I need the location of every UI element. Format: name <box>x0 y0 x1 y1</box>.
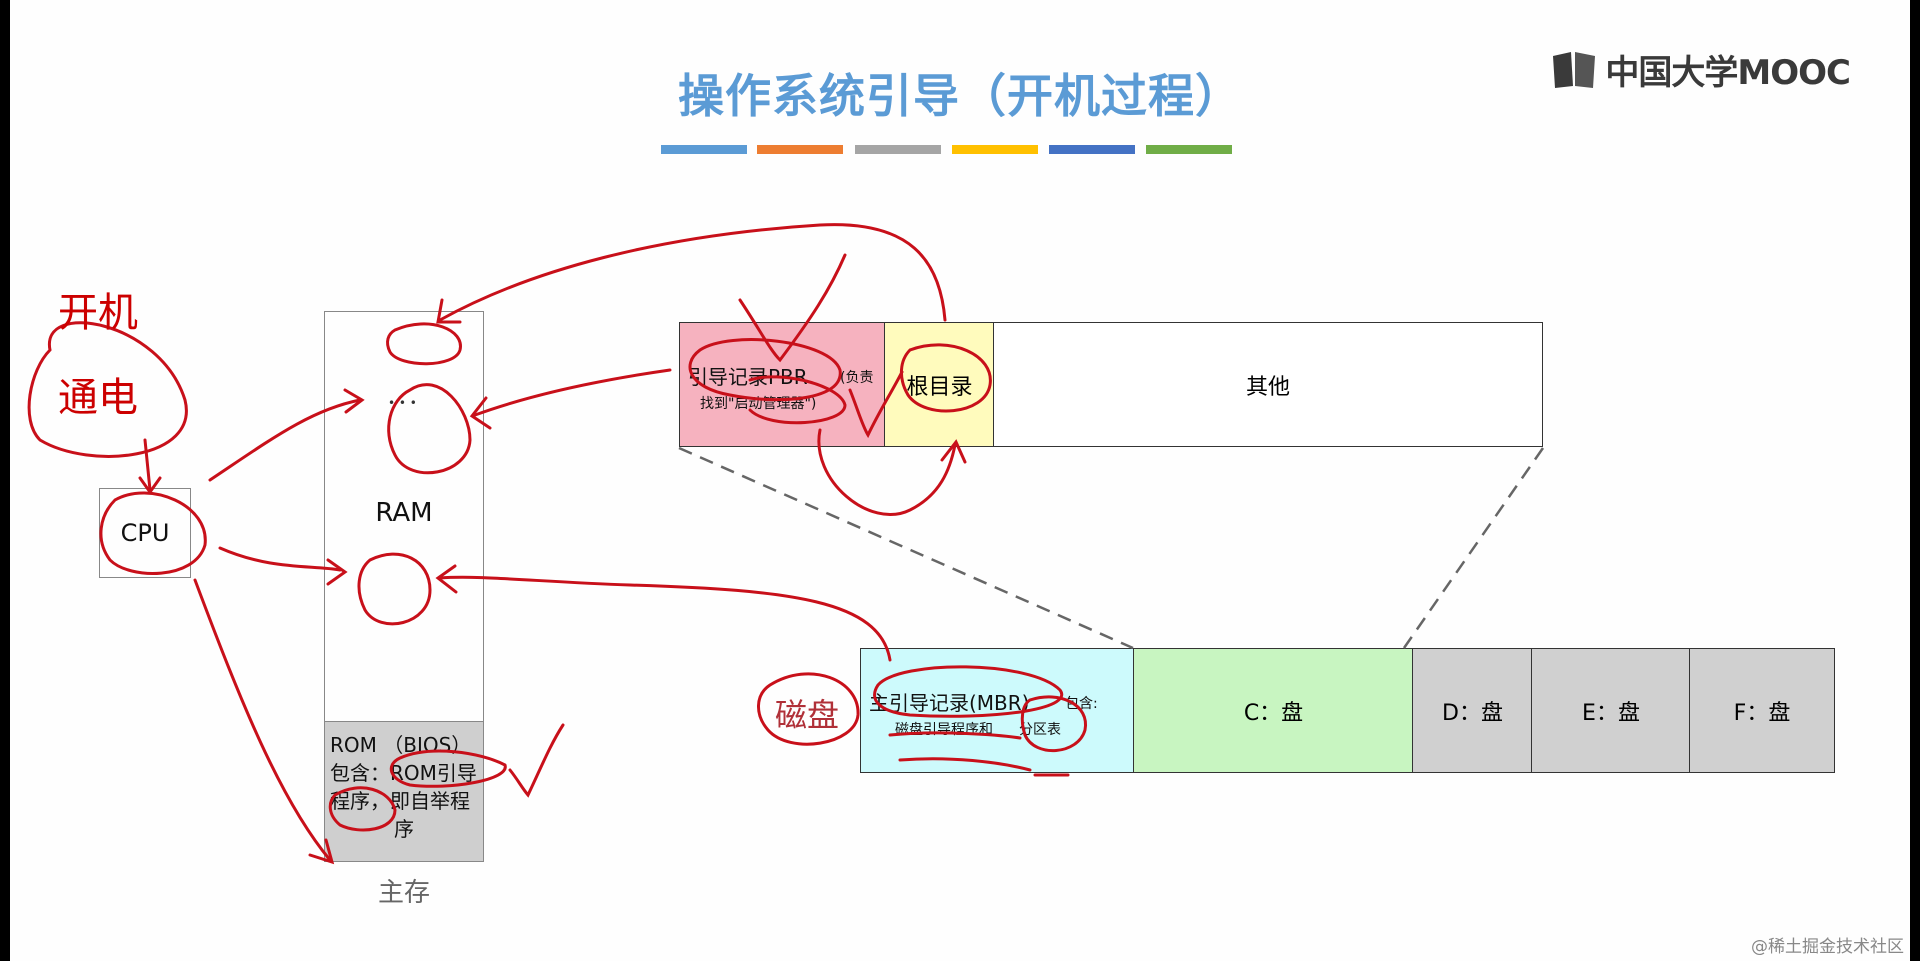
handwritten-power-supply: 通电 <box>58 375 138 421</box>
c-drive-label: C：盘 <box>1243 700 1304 726</box>
rom-bios-box <box>324 721 484 862</box>
rom-bootstrap-oval <box>389 749 507 788</box>
zoom-lines <box>678 446 1545 650</box>
cpu-to-ram-arrowhead <box>343 388 365 414</box>
cpu-to-rom-arrowhead <box>308 838 335 865</box>
e-drive-label: E：盘 <box>1582 700 1640 726</box>
accent-bar-6 <box>1146 145 1232 154</box>
cpu-circle <box>99 491 207 575</box>
ram-egg <box>387 383 472 475</box>
c-drive-cell: C：盘 <box>1133 648 1414 773</box>
d-drive-label: D：盘 <box>1442 700 1503 726</box>
pbr-oval <box>688 338 842 402</box>
pbr-note-oval <box>748 375 847 425</box>
e-drive-cell: E：盘 <box>1531 648 1691 773</box>
rom-line-1: ROM （BIOS） <box>330 733 472 757</box>
mbr-note-1: 包含: <box>1065 696 1098 712</box>
pbr-to-ram-arrowhead <box>469 396 492 430</box>
mbr-title: 主引导记录(MBR) <box>869 691 1030 715</box>
book-icon <box>1553 51 1596 88</box>
accent-bar-3 <box>855 145 941 154</box>
power-on-circle <box>27 321 188 458</box>
main-memory-caption: 主存 <box>377 878 430 908</box>
root-to-ram-arrowhead <box>436 298 462 324</box>
pbr-to-root-arrowhead <box>940 439 967 464</box>
handwritten-power-on: 开机 <box>58 290 138 336</box>
f-drive-cell: F：盘 <box>1689 648 1835 773</box>
accent-bar-5 <box>1049 145 1135 154</box>
root-to-ram-arrow <box>438 223 947 322</box>
mbr-to-ram-arrow <box>438 575 892 662</box>
power-to-cpu-arrow <box>143 438 152 492</box>
rom-check <box>508 723 565 798</box>
slide: 操作系统引导（开机过程） 中国大学MOOC CPU RAM • • • ROM … <box>10 0 1910 961</box>
partition-other-cell: 其他 <box>993 322 1543 447</box>
watermark: @稀土掘金技术社区 <box>1751 937 1904 957</box>
zoom-line-right <box>1402 447 1545 649</box>
rom-line-3: 程序，即自举程 <box>330 789 470 813</box>
pbr-to-ram-arrow <box>473 368 672 417</box>
mbr-note-3: 分区表 <box>1019 722 1061 738</box>
rom-line-4: 序 <box>394 817 414 841</box>
root-directory-label: 根目录 <box>906 374 973 400</box>
logo-text: 中国大学MOOC <box>1605 53 1851 93</box>
pbr-side-check <box>848 370 904 439</box>
mbr-underline-2 <box>898 757 1032 772</box>
pbr-to-root-loop <box>817 428 957 516</box>
ram-label: RAM <box>375 498 433 528</box>
cpu-to-ram-arrow <box>208 398 362 482</box>
cpu-to-loop-arrowhead <box>326 558 348 586</box>
partition-table-circle <box>1020 695 1087 752</box>
ink-annotations <box>27 223 1087 865</box>
pbr-note-1: (负责 <box>840 370 874 386</box>
rom-line-2: 包含：ROM引导 <box>330 761 477 785</box>
ram-top-oval <box>386 322 462 366</box>
pbr-check <box>738 253 847 363</box>
accent-bar-4 <box>952 145 1038 154</box>
cpu-label: CPU <box>120 519 170 547</box>
handwritten-disk: 磁盘 <box>775 696 840 734</box>
partition-other-label: 其他 <box>1245 374 1290 400</box>
accent-bar-2 <box>757 145 843 154</box>
disk-word-circle <box>757 672 860 746</box>
cpu-to-rom-arrow <box>193 578 332 862</box>
root-circle <box>900 343 992 413</box>
mbr-underline-1 <box>888 731 1022 740</box>
rom-program-circle <box>328 786 397 832</box>
mbr-oval <box>873 665 1064 718</box>
rom-text: ROM （BIOS） 包含：ROM引导 程序，即自举程 序 <box>330 731 480 843</box>
cpu-to-loop-arrow <box>218 546 342 572</box>
mooc-logo: 中国大学MOOC <box>1551 45 1851 94</box>
d-drive-cell: D：盘 <box>1412 648 1533 773</box>
page-title: 操作系统引导（开机过程） <box>678 69 1242 123</box>
accent-bar-1 <box>661 145 747 154</box>
zoom-line-left <box>678 446 1134 650</box>
f-drive-label: F：盘 <box>1733 700 1791 726</box>
ram-lower-circle <box>357 552 432 626</box>
mbr-to-ram-arrowhead <box>435 564 458 594</box>
